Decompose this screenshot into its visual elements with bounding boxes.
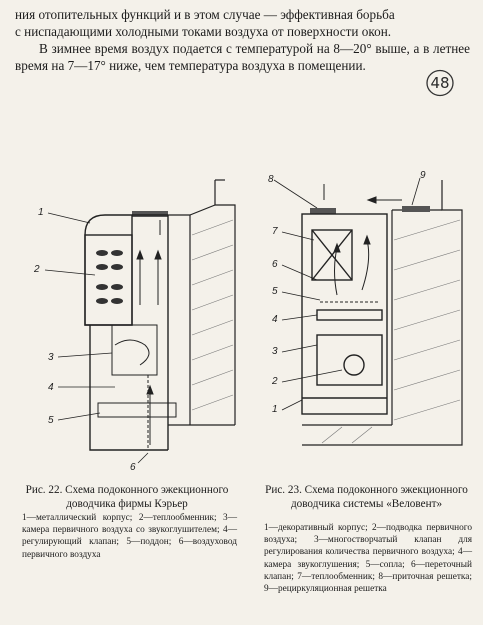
fig22-label-4: 4: [48, 382, 54, 393]
label-leaders: [44, 212, 149, 464]
unit-casing: [301, 213, 388, 415]
wall-hatch: [191, 219, 234, 411]
fig22-label-3: 3: [48, 352, 54, 363]
fig22-label-2: 2: [33, 264, 40, 275]
recirculation-grille: [402, 206, 430, 212]
fig22-label-6: 6: [130, 462, 136, 473]
airflow-arrows: [323, 184, 402, 296]
wall: [168, 179, 236, 426]
fig23-label-5: 5: [272, 286, 278, 297]
primary-air-chamber: [97, 324, 177, 450]
figure-23-diagram: 8 9 7 6 5 4 3 2 1: [268, 170, 463, 446]
fig23-label-2: 2: [271, 376, 278, 387]
fig22-label-5: 5: [48, 415, 54, 426]
text-line-1: ния отопительных функций и в этом случае…: [15, 7, 395, 22]
wall-hatch: [321, 219, 461, 444]
text-paragraph-2: В зимнее время воздух подается с темпера…: [15, 41, 470, 73]
label-leaders: [273, 177, 421, 411]
fig23-label-9: 9: [420, 170, 426, 181]
figure-22-diagram: 1 2 3 4 5 6: [33, 179, 236, 473]
top-grille: [132, 211, 168, 217]
supply-grille: [310, 208, 336, 214]
fig23-label-1: 1: [272, 404, 278, 415]
fig23-label-3: 3: [272, 346, 278, 357]
figure-23-caption: Рис. 23. Схема подоконного эжекционного …: [265, 484, 468, 510]
figure-22-legend: 1—металлический корпус; 2—теплообменник;…: [22, 513, 237, 560]
airflow-arrows: [136, 220, 162, 445]
figure-22-caption: Рис. 22. Схема подоконного эжекционного …: [25, 484, 229, 510]
heat-exchanger: [96, 250, 123, 304]
page-number-text: 48: [430, 74, 450, 92]
fig23-label-8: 8: [268, 174, 274, 185]
circle-mark-icon: [426, 69, 454, 97]
fig23-label-6: 6: [272, 259, 278, 270]
unit-casing: [84, 214, 169, 451]
text-line-2: с ниспадающими холодными токами воздуха …: [15, 24, 392, 39]
fig23-label-4: 4: [272, 314, 278, 325]
figure-23-legend: 1—декоративный корпус; 2—подводка первич…: [264, 523, 472, 595]
fig23-label-7: 7: [272, 226, 278, 237]
handwritten-page-number: 48: [425, 68, 455, 98]
fig22-label-1: 1: [38, 207, 44, 218]
body-text: ния отопительных функций и в этом случае…: [15, 6, 470, 74]
